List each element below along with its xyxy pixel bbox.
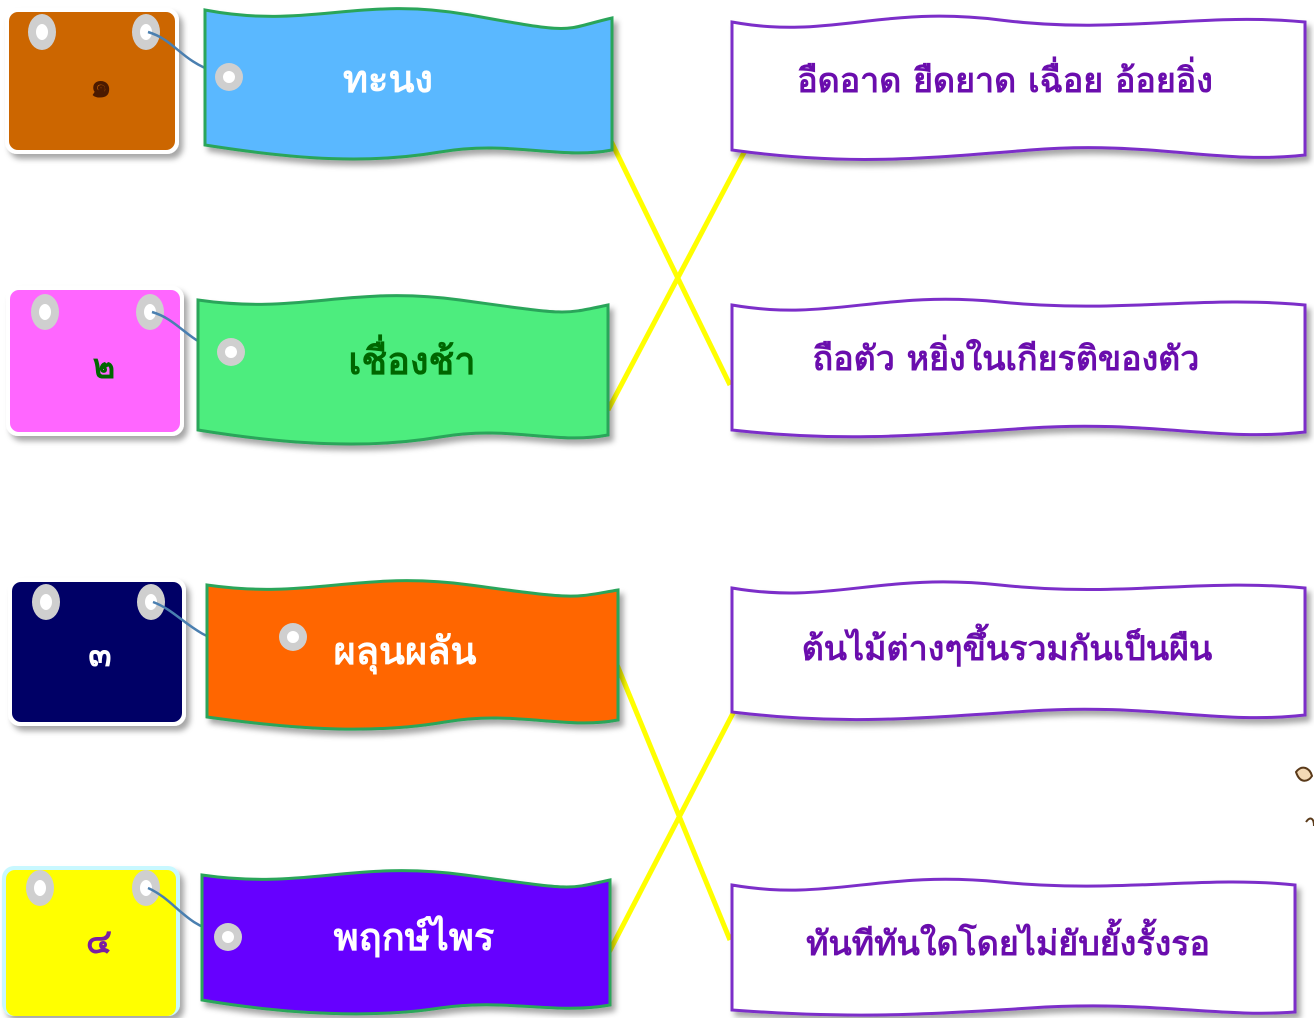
word-4: พฤกษ์ไพร xyxy=(334,915,495,959)
item-4: ๔ พฤกษ์ไพร xyxy=(2,866,612,1016)
definition-text-2: ถือตัว หยิ่งในเกียรติของตัว xyxy=(813,334,1200,379)
answer-line xyxy=(612,659,733,941)
answer-lines xyxy=(602,133,751,962)
item-3: ๓ ผลุนผลัน xyxy=(8,578,620,731)
answer-line xyxy=(602,688,748,962)
word-banner-1 xyxy=(203,7,614,161)
definition-text-4: ทันทีทันใดโดยไม่ยับยั้งรั้งรอ xyxy=(806,918,1210,964)
number-tag-2 xyxy=(6,286,184,436)
definition-3[interactable]: ต้นไม้ต่างๆขึ้นรวมกันเป็นผืน xyxy=(730,580,1307,722)
word-banner-2 xyxy=(196,294,610,446)
item-number-4: ๔ xyxy=(86,922,112,962)
word-1: ทะนง xyxy=(343,57,433,101)
definition-2[interactable]: ถือตัว หยิ่งในเกียรติของตัว xyxy=(730,297,1307,439)
word-3: ผลุนผลัน xyxy=(333,629,476,675)
item-1: ๑ ทะนง xyxy=(5,7,614,161)
definition-text-3: ต้นไม้ต่างๆขึ้นรวมกันเป็นผืน xyxy=(802,623,1213,669)
item-2: ๒ เชื่องช้า xyxy=(6,286,610,446)
definition-text-1: อืดอาด ยืดยาด เฉื่อย อ้อยอิ่ง xyxy=(797,56,1213,101)
word-banner-3 xyxy=(205,579,620,731)
item-number-2: ๒ xyxy=(93,347,115,387)
item-number-1: ๑ xyxy=(90,66,112,106)
definition-4[interactable]: ทันทีทันใดโดยไม่ยับยั้งรั้งรอ xyxy=(730,877,1297,1017)
number-tag-4 xyxy=(2,866,180,1016)
item-number-3: ๓ xyxy=(88,635,111,675)
answer-line xyxy=(605,133,733,387)
answer-line xyxy=(605,143,751,412)
number-tag-1 xyxy=(5,8,179,154)
word-2: เชื่องช้า xyxy=(348,334,475,383)
cartoon-hand-icon xyxy=(1294,766,1314,827)
word-banner-4 xyxy=(200,869,612,1016)
definition-1[interactable]: อืดอาด ยืดยาด เฉื่อย อ้อยอิ่ง xyxy=(730,14,1307,161)
number-tag-3 xyxy=(8,578,186,726)
